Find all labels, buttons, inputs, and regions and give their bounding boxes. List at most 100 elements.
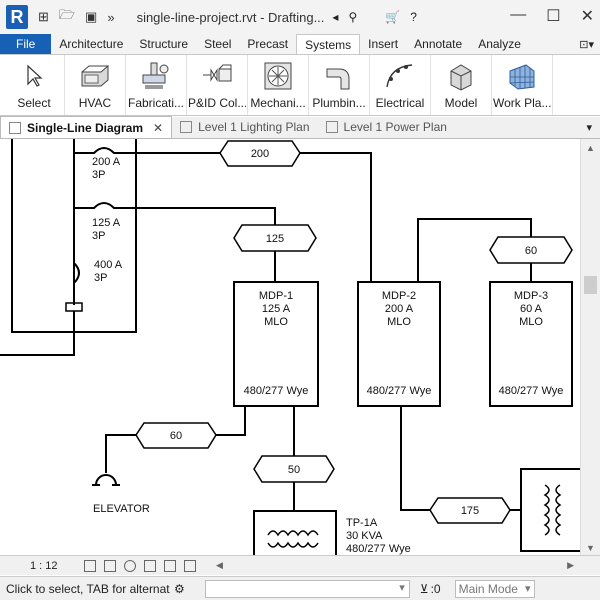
selection-count: ⊻ :0 <box>419 581 441 596</box>
scroll-thumb[interactable] <box>584 276 597 294</box>
home-icon[interactable]: ⊞ <box>38 9 49 24</box>
work-plane-button[interactable]: Work Pla... <box>492 55 553 115</box>
panel-mdp-2[interactable] <box>357 281 441 407</box>
filter-icon[interactable]: ⊻ <box>419 581 429 596</box>
plan-view-icon <box>180 121 193 133</box>
breaker-200a[interactable] <box>74 147 136 154</box>
close-tab-icon[interactable]: ✕ <box>153 120 164 135</box>
feeder-tag[interactable] <box>135 422 217 449</box>
panel-mdp-1[interactable] <box>233 281 319 407</box>
visual-style-icon[interactable] <box>104 559 116 572</box>
tab-annotate[interactable]: Annotate <box>414 37 463 51</box>
hvac-button[interactable]: HVAC <box>65 55 126 115</box>
feeder-200 <box>300 152 372 282</box>
svg-text:60 A: 60 A <box>520 303 543 315</box>
tab-architecture[interactable]: Architecture <box>59 37 124 51</box>
svg-text:30 KVA: 30 KVA <box>346 530 383 542</box>
svg-text:480/277 Wye: 480/277 Wye <box>244 385 309 397</box>
tab-level1-lighting[interactable]: Level 1 Lighting Plan <box>172 116 317 138</box>
feeder-tag[interactable] <box>253 455 335 483</box>
breaker-label: 3P <box>92 169 105 181</box>
design-option-mode[interactable]: Main Mode <box>454 579 535 598</box>
scroll-left-icon[interactable]: ◀ <box>216 560 223 570</box>
breaker-125a[interactable] <box>74 202 276 225</box>
binoculars-icon[interactable]: ⚲ <box>348 10 358 24</box>
scroll-down-icon[interactable]: ▼ <box>586 543 595 553</box>
mechanical-equipment-button[interactable]: Mechani... <box>248 55 309 115</box>
tab-insert[interactable]: Insert <box>368 37 399 51</box>
open-folder-icon[interactable]: 🗁 <box>58 7 76 22</box>
ribbon-panel: Select HVAC Fabricati... P&ID Col... Mec… <box>0 54 600 116</box>
duct-icon <box>79 60 111 92</box>
svg-text:125: 125 <box>266 233 284 245</box>
ribbon-tabs: File Architecture Structure Steel Precas… <box>0 34 600 54</box>
tab-steel[interactable]: Steel <box>204 37 232 51</box>
tab-systems[interactable]: Systems <box>296 34 361 54</box>
tab-single-line-diagram[interactable]: Single-Line Diagram ✕ <box>0 116 173 138</box>
help-icon[interactable]: ? <box>410 10 417 24</box>
ribbon-menu-icon[interactable]: ⊡▾ <box>579 38 594 51</box>
feeder-tag[interactable] <box>489 236 573 264</box>
select-button[interactable]: Select <box>4 55 65 115</box>
svg-text:MDP-3: MDP-3 <box>514 290 548 302</box>
scroll-right-icon[interactable]: ▶ <box>567 560 574 570</box>
more-tools-icon[interactable]: » <box>107 9 115 25</box>
workset-selector[interactable] <box>204 579 410 598</box>
revit-logo-icon[interactable]: R <box>6 5 28 29</box>
breaker-label: 3P <box>92 230 105 242</box>
tab-structure[interactable]: Structure <box>139 37 189 51</box>
view-scale[interactable]: 1 : 12 <box>30 559 58 572</box>
service-feeder <box>0 311 75 356</box>
cursor-icon <box>18 60 50 92</box>
hide-isolate-icon[interactable] <box>184 559 196 572</box>
svg-text:TP-1A: TP-1A <box>346 517 378 529</box>
feeder-tag[interactable] <box>233 224 317 252</box>
svg-text:60: 60 <box>525 245 537 257</box>
restore-icon[interactable]: ☐ <box>546 8 561 25</box>
cart-icon[interactable]: 🛒 <box>385 10 401 24</box>
plumbing-button[interactable]: Plumbin... <box>309 55 370 115</box>
scroll-left-icon[interactable]: ◂ <box>332 10 339 24</box>
crop-region-icon[interactable] <box>164 559 176 572</box>
breaker-label: 200 A <box>92 156 121 168</box>
cube-icon <box>445 60 477 92</box>
window-title: single-line-project.rvt - Drafting... <box>136 9 325 25</box>
worksharing-icon[interactable]: ⚙ <box>174 581 185 596</box>
shadows-icon[interactable] <box>144 559 156 572</box>
pid-collaboration-button[interactable]: P&ID Col... <box>187 55 248 115</box>
pipe-icon <box>323 60 355 92</box>
drawing-canvas[interactable]: 200 A 3P 125 A 3P 400 A 3P 200 125 60 MD… <box>0 139 580 555</box>
save-icon[interactable]: ▣ <box>85 9 98 24</box>
tab-precast[interactable]: Precast <box>247 37 289 51</box>
fan-icon <box>262 60 294 92</box>
breaker-label: 400 A <box>94 259 123 271</box>
elevator-label: ELEVATOR <box>93 503 150 515</box>
svg-text:125 A: 125 A <box>262 303 291 315</box>
minimize-icon[interactable]: — <box>510 6 527 23</box>
close-icon[interactable]: ✕ <box>580 8 594 25</box>
elevator-motor-icon[interactable] <box>95 474 117 486</box>
tab-overflow-icon[interactable]: ▾ <box>586 121 592 134</box>
transformer-tp-1a[interactable] <box>253 510 337 555</box>
status-hint: Click to select, TAB for alternate <box>6 581 170 596</box>
status-bar: Click to select, TAB for alternate ⚙ ⊻ :… <box>0 576 600 600</box>
tab-file[interactable]: File <box>0 34 52 54</box>
wire-icon <box>384 60 416 92</box>
scroll-up-icon[interactable]: ▲ <box>586 143 595 153</box>
svg-text:175: 175 <box>461 505 479 517</box>
detail-level-icon[interactable] <box>84 559 96 572</box>
vertical-scrollbar[interactable]: ▲ ▼ <box>580 139 600 555</box>
panel-mdp-3[interactable] <box>489 281 573 407</box>
svg-text:480/277 Wye: 480/277 Wye <box>499 385 564 397</box>
sun-path-icon[interactable] <box>124 559 136 572</box>
model-button[interactable]: Model <box>431 55 492 115</box>
electrical-button[interactable]: Electrical <box>370 55 431 115</box>
transformer-right[interactable] <box>520 468 580 552</box>
breaker-label: 3P <box>94 272 107 284</box>
tab-level1-power[interactable]: Level 1 Power Plan <box>318 116 455 138</box>
fabrication-button[interactable]: Fabricati... <box>126 55 187 115</box>
tab-analyze[interactable]: Analyze <box>478 37 521 51</box>
breaker-400a[interactable] <box>73 262 80 284</box>
feeder-tag[interactable] <box>219 140 301 167</box>
pid-icon <box>201 60 233 92</box>
